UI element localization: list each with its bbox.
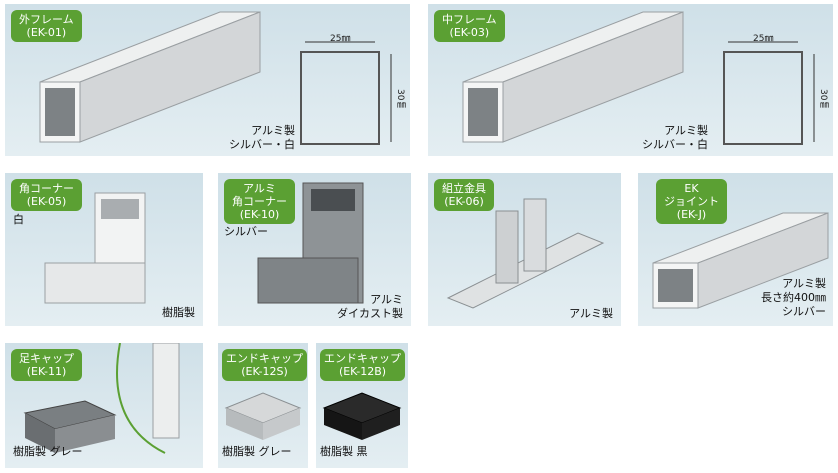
panel-ek11: 足キャップ(EK-11) 樹脂製 グレー [5,343,203,468]
panel-ek12b: エンドキャップ(EK-12B) 樹脂製 黒 [316,343,408,468]
tag-ek12s: エンドキャップ(EK-12S) [222,349,307,381]
panel-ek03: 中フレーム(EK-03) 25㎜ 30㎜ アルミ製シルバー・白 [428,4,833,156]
tag-ek11: 足キャップ(EK-11) [11,349,82,381]
tag-ek10: アルミ角コーナー(EK-10) [224,179,295,224]
corner-image [44,192,146,304]
panel-ek06: 組立金具(EK-06) アルミ製 [428,173,621,326]
foot-cap-image [23,343,180,454]
material-note: アルミ製 [569,307,613,320]
diecast-corner-image [257,182,364,304]
joint-image [652,212,829,309]
color-note: 白 [13,213,24,226]
material-note: アルミ製シルバー・白 [642,124,708,151]
tag-ek03: 中フレーム(EK-03) [434,10,505,42]
tag-ek01: 外フレーム(EK-01) [11,10,82,42]
bracket-image [446,198,605,309]
end-cap-black-image [322,392,402,440]
width-label: 25㎜ [753,34,774,44]
material-note: 樹脂製 黒 [320,445,368,458]
material-note: 樹脂製 グレー [13,445,83,458]
material-note: アルミダイカスト製 [337,293,403,320]
panel-ek01: 外フレーム(EK-01) 25㎜ 30㎜ アルミ製シルバー・白 [5,4,410,156]
end-cap-gray-image [224,392,302,440]
tag-ek05: 角コーナー(EK-05) [11,179,82,211]
color-note: シルバー [224,225,268,238]
material-note: 樹脂製 [162,306,195,319]
height-label: 30㎜ [818,89,828,110]
outer-frame-image [39,11,392,145]
middle-frame-image [462,11,815,145]
panel-ek12s: エンドキャップ(EK-12S) 樹脂製 グレー [218,343,308,468]
material-note: 樹脂製 グレー [222,445,292,458]
height-label: 30㎜ [395,89,405,110]
tag-ek06: 組立金具(EK-06) [434,179,494,211]
material-note: アルミ製シルバー・白 [229,124,295,151]
panel-ek10: アルミ角コーナー(EK-10) シルバー アルミダイカスト製 [218,173,411,326]
width-label: 25㎜ [330,34,351,44]
tag-ek12b: エンドキャップ(EK-12B) [320,349,405,381]
panel-ek05: 角コーナー(EK-05) 白 樹脂製 [5,173,203,326]
